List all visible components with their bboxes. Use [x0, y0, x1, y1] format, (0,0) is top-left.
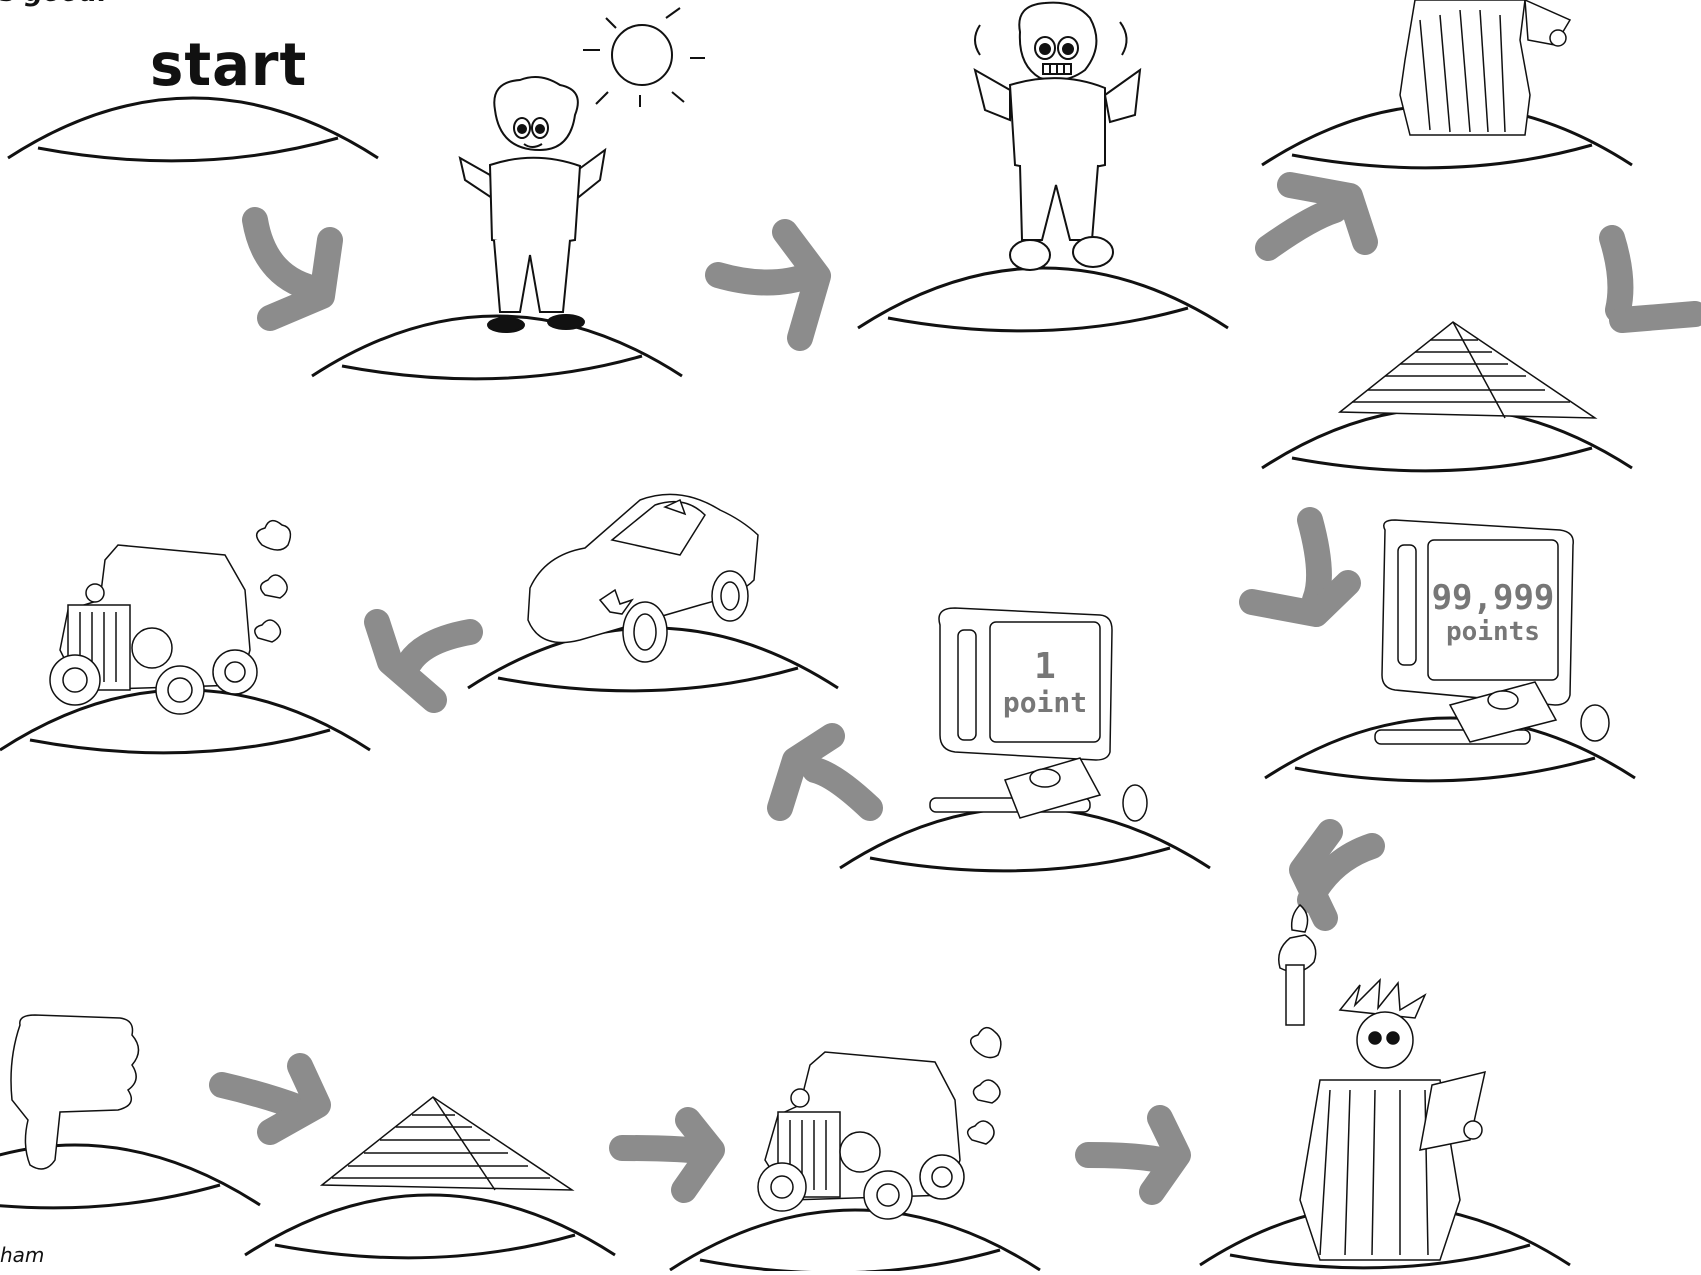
tv-low-score-icon — [929, 607, 1148, 822]
pyramid-icon — [319, 1096, 575, 1191]
low-score-unit: point — [1002, 685, 1088, 719]
tile-old-car-bottom[interactable] — [668, 1208, 1042, 1275]
arrow-10 — [609, 1135, 703, 1163]
low-score-screen: 1 point — [1002, 645, 1088, 719]
tile-pyramid-bottom[interactable] — [243, 1193, 617, 1260]
thumbs-down-icon — [10, 1014, 140, 1170]
tv-game-icon — [1374, 519, 1610, 745]
tile-tv-low-score[interactable] — [838, 806, 1212, 873]
path-arrows — [209, 172, 1701, 1205]
low-score-value: 1 — [1034, 645, 1056, 687]
arrow-4 — [1599, 225, 1634, 323]
high-score-screen: 99,999 points — [1431, 578, 1555, 647]
statue-of-liberty-icon — [1278, 903, 1486, 1261]
old-car-icon — [757, 1026, 1002, 1220]
kid-sunny-icon — [458, 75, 607, 333]
start-label: start — [150, 31, 308, 100]
high-score-value: 99,999 — [1431, 578, 1555, 618]
arrow-2 — [705, 262, 823, 296]
bottom-credit: ham — [0, 1243, 45, 1267]
sun-icon — [583, 7, 705, 107]
tile-tv-high-score[interactable] — [1263, 716, 1637, 783]
arrow-8 — [397, 619, 483, 675]
tile-start[interactable] — [6, 96, 380, 163]
kid-scared-icon — [973, 1, 1142, 271]
arrow-7 — [802, 757, 883, 821]
old-car-icon — [49, 519, 292, 715]
tile-kid-scared[interactable] — [856, 266, 1230, 333]
crashed-car-icon — [527, 493, 759, 663]
arrow-5 — [1297, 507, 1332, 613]
arrow-11 — [1075, 1142, 1173, 1173]
arrow-9 — [209, 1072, 313, 1121]
top-caption: s good. — [0, 0, 107, 8]
pyramid-icon — [1337, 321, 1598, 419]
arrow-3 — [1255, 197, 1348, 261]
high-score-unit: points — [1446, 617, 1540, 647]
arrow-1 — [242, 207, 333, 303]
statue-of-liberty-icon — [1399, 0, 1572, 136]
